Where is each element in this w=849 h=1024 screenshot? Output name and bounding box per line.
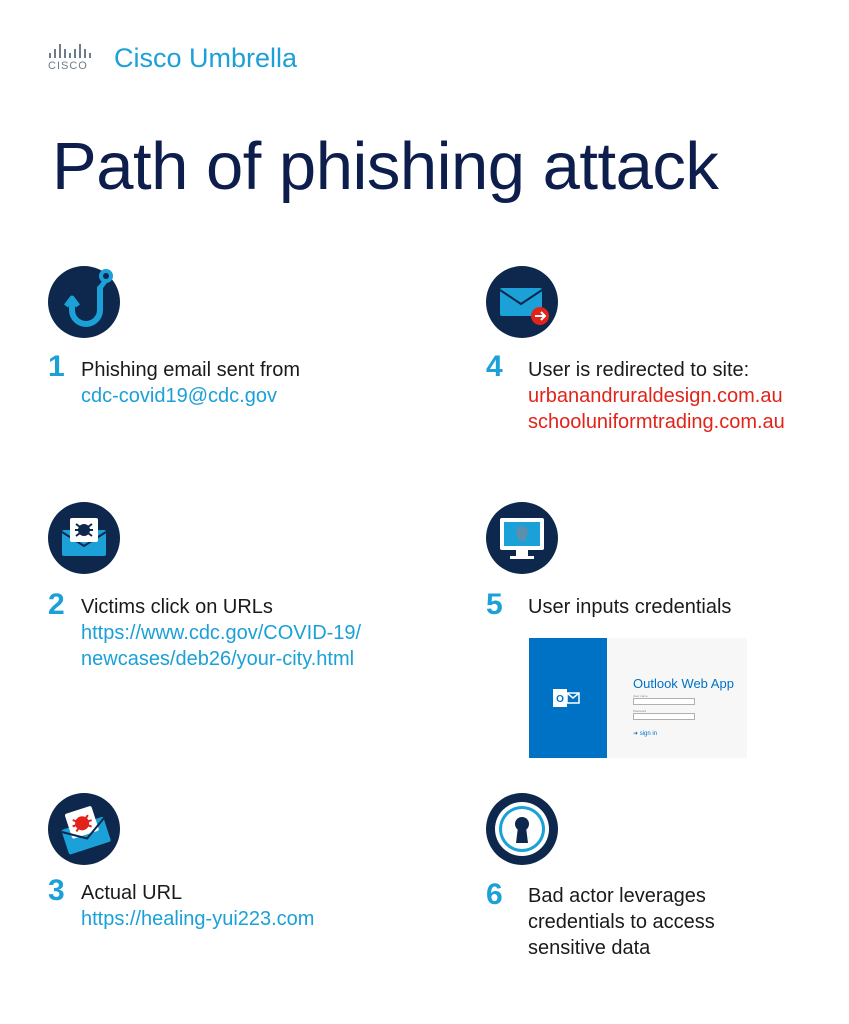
owa-username-field[interactable] [633,698,695,705]
step-3-text: Actual URL https://healing-yui223.com [81,880,314,932]
owa-title: Outlook Web App [633,676,734,691]
owa-sign-in-arrow-icon: ➜ [633,731,639,737]
step-1-label: Phishing email sent from [81,359,300,381]
step-6-text: Bad actor leverages credentials to acces… [528,883,715,961]
step-4-site-1: urbanandruraldesign.com.au [528,385,783,407]
step-4-site-2: schooluniformtrading.com.au [528,411,785,433]
step-5-number: 5 [486,588,503,621]
step-1-text: Phishing email sent from cdc-covid19@cdc… [81,357,300,409]
product-name: Cisco Umbrella [114,42,298,73]
svg-text:O: O [556,694,564,705]
step-6-line1: Bad actor leverages [528,885,706,907]
step-2-url-line1: https://www.cdc.gov/COVID-19/ [81,622,362,644]
step-6-line3: sensitive data [528,937,651,959]
cisco-logo: CISCO [48,44,104,74]
step-6-line2: credentials to access [528,911,715,933]
step-1-email: cdc-covid19@cdc.gov [81,385,277,407]
owa-password-label: Password [633,709,647,713]
keyhole-icon [486,793,558,865]
brand-header: CISCO Cisco Umbrella [48,42,298,74]
outlook-login-screenshot: O Outlook Web App User name Password ➜ s… [529,638,747,758]
owa-sign-in-label: sign in [639,731,658,737]
step-2-text: Victims click on URLs https://www.cdc.go… [81,594,361,672]
owa-sidebar: O [529,638,607,758]
envelope-redirect-icon [486,266,558,338]
outlook-logo-icon: O [553,689,580,707]
step-3-actual-url: https://healing-yui223.com [81,908,315,930]
step-6-number: 6 [486,878,503,911]
monitor-skull-icon [486,502,558,574]
step-2-label: Victims click on URLs [81,596,273,618]
step-5-label: User inputs credentials [528,596,732,618]
step-3-number: 3 [48,874,65,907]
cisco-bars-icon [49,44,104,58]
step-3-label: Actual URL [81,882,183,904]
owa-sign-in-button[interactable]: ➜ sign in [633,730,657,737]
step-4-label: User is redirected to site: [528,359,750,381]
cisco-wordmark: CISCO [48,60,88,72]
step-4-number: 4 [486,350,503,383]
page-title: Path of phishing attack [52,129,719,204]
fishing-hook-icon [48,266,120,338]
step-2-url-line2: newcases/deb26/your-city.html [81,648,355,670]
owa-username-label: User name [633,694,648,698]
step-5-text: User inputs credentials [528,594,731,620]
owa-password-field[interactable] [633,713,695,720]
envelope-bug-icon [48,502,120,574]
step-2-number: 2 [48,588,65,621]
envelope-virus-icon [48,793,120,865]
step-4-text: User is redirected to site: urbanandrura… [528,357,785,435]
step-1-number: 1 [48,350,65,383]
